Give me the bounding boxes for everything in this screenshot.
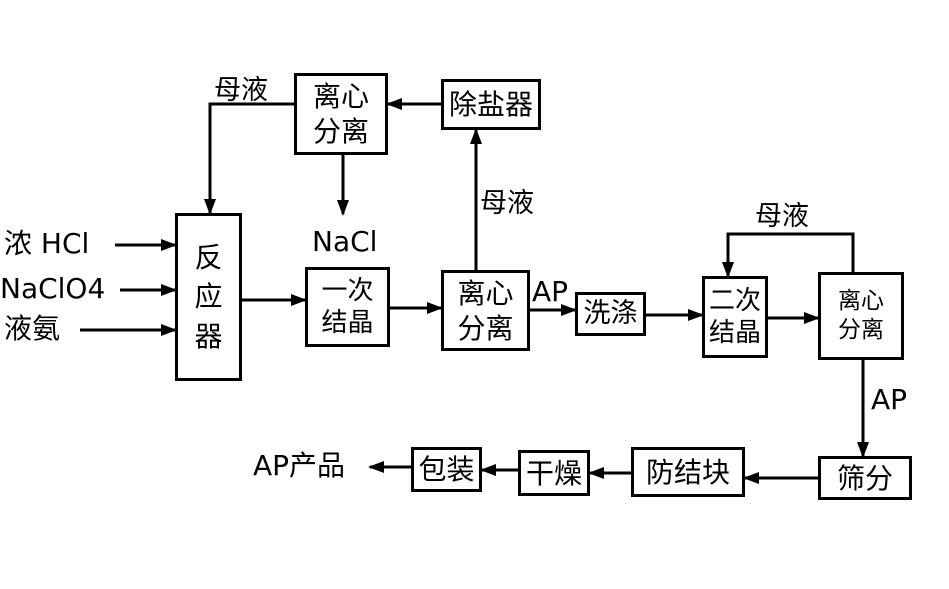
ap-label-1: AP xyxy=(532,275,569,308)
arrow-mother-liquor-loop-2 xyxy=(722,232,855,278)
crystallization-1-box: 一次 结晶 xyxy=(305,267,390,347)
input-naclo4-label: NaClO4 xyxy=(0,272,106,305)
desalter-box: 除盐器 xyxy=(441,79,541,130)
mother-liquor-label-3: 母液 xyxy=(755,201,809,232)
input-hcl-label: 浓 HCl xyxy=(4,227,90,260)
input-ammonia-label: 液氨 xyxy=(4,312,61,345)
nacl-label: NaCl xyxy=(312,225,378,258)
mother-liquor-label-1: 母液 xyxy=(214,75,268,106)
reactor-box: 反 应 器 xyxy=(175,213,242,381)
packaging-box: 包装 xyxy=(411,447,482,492)
crystallization-2-box: 二次 结晶 xyxy=(702,276,768,358)
mother-liquor-label-2: 母液 xyxy=(480,188,534,219)
drying-box: 干燥 xyxy=(518,450,590,496)
screening-box: 筛分 xyxy=(818,456,912,500)
centrifuge-2-box: 离心 分离 xyxy=(818,272,904,360)
arrow-mother-liquor-loop-1 xyxy=(204,102,294,215)
anti-caking-box: 防结块 xyxy=(631,447,745,497)
centrifuge-1-box: 离心 分离 xyxy=(441,270,530,351)
centrifuge-top-box: 离心 分离 xyxy=(294,73,388,155)
ap-label-2: AP xyxy=(871,383,908,416)
washing-box: 洗涤 xyxy=(575,292,646,336)
ap-product-label: AP产品 xyxy=(253,449,346,482)
